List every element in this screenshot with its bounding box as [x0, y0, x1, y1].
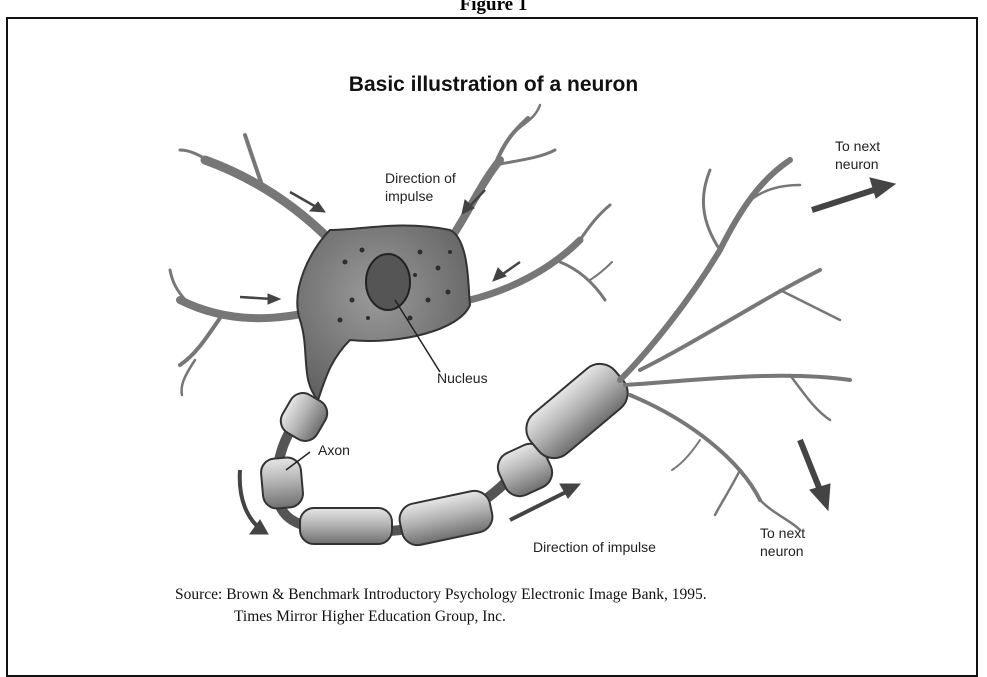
nucleus-shape — [366, 254, 410, 310]
arrow-to-next-bottom — [800, 440, 830, 510]
label-axon: Axon — [318, 442, 350, 458]
label-to-next-top-line2: neuron — [835, 156, 879, 172]
label-direction-bottom: Direction of impulse — [533, 539, 656, 555]
label-to-next-top-line1: To next — [835, 138, 880, 154]
source-line-1: Source: Brown & Benchmark Introductory P… — [175, 586, 707, 604]
label-nucleus: Nucleus — [437, 370, 488, 386]
sheath-4 — [397, 488, 496, 548]
label-to-next-bottom-line2: neuron — [760, 543, 804, 559]
arrow-to-next-top — [812, 178, 895, 210]
sheath-2 — [260, 456, 304, 509]
source-line-2: Times Mirror Higher Education Group, Inc… — [234, 608, 506, 626]
arrow-dendrite-right — [493, 262, 520, 281]
label-to-next-bottom-line1: To next — [760, 525, 805, 541]
label-direction-top-line1: Direction of — [385, 170, 456, 186]
label-direction-top-line2: impulse — [385, 188, 433, 204]
sheath-3 — [300, 508, 392, 544]
arrow-dendrite-left — [240, 294, 280, 304]
